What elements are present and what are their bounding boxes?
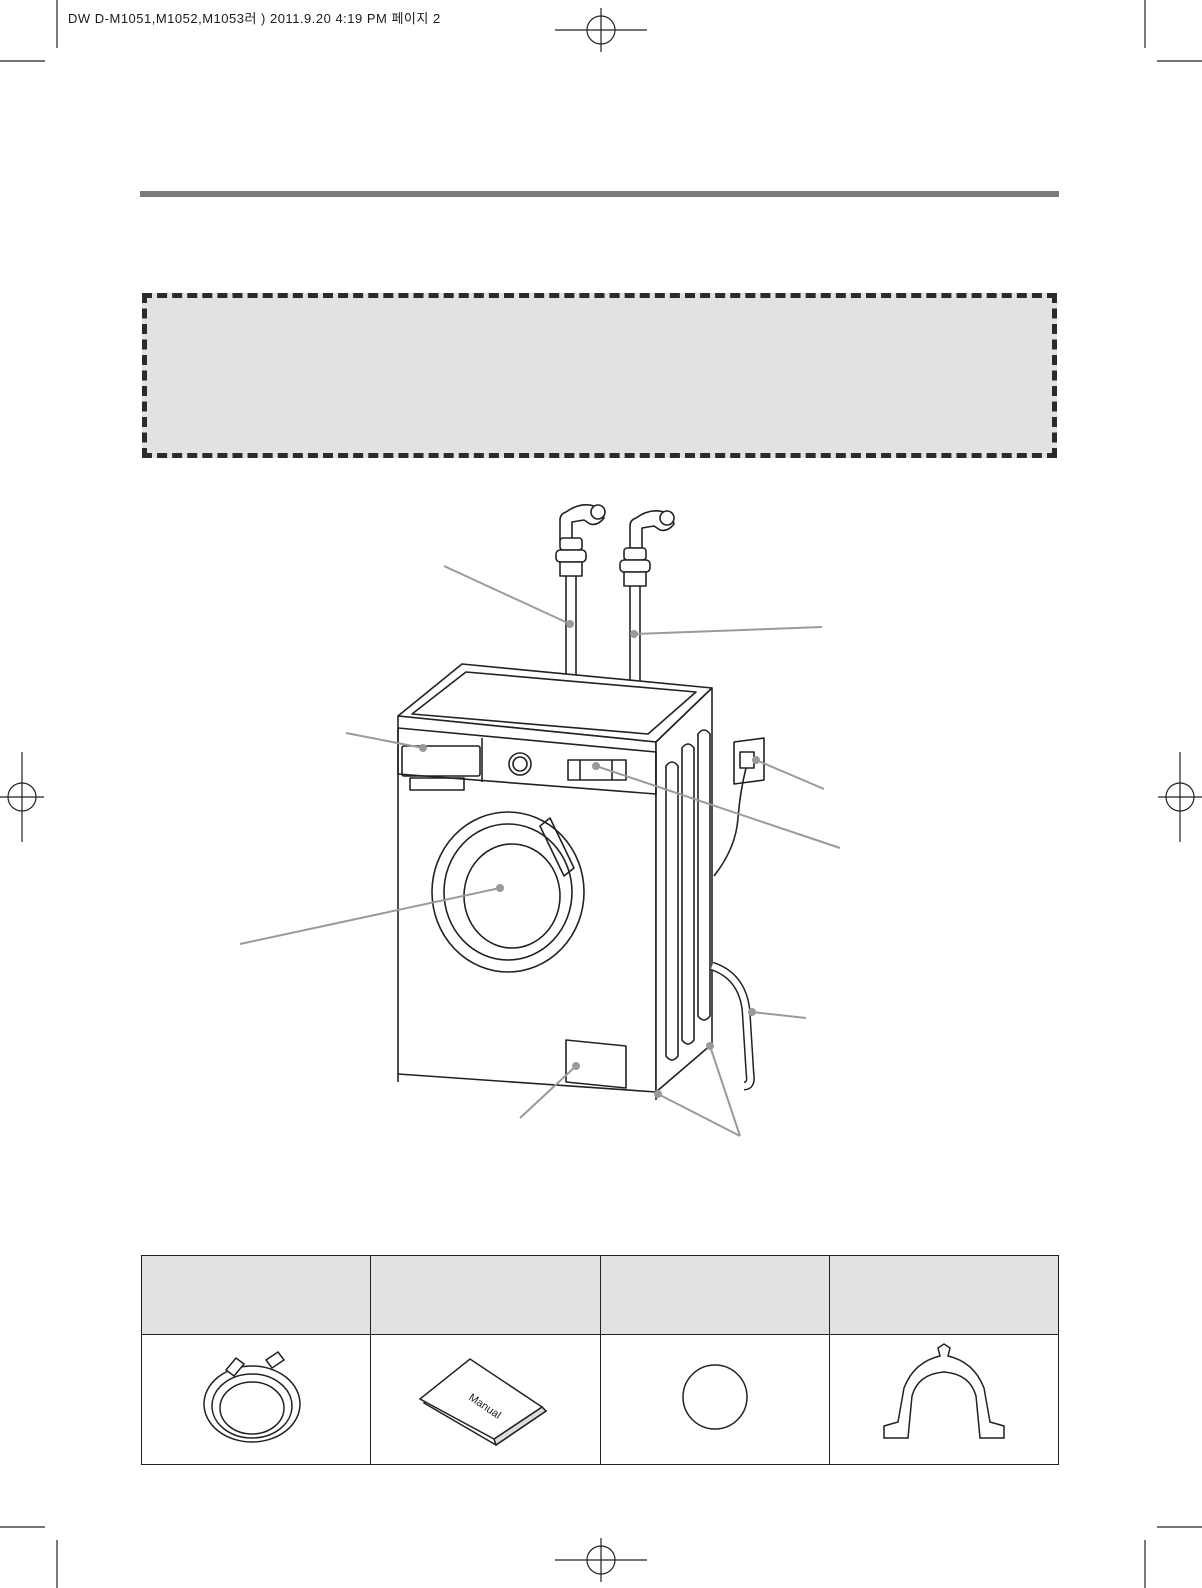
notice-box: [142, 293, 1057, 458]
table-header-cell: [828, 1255, 1060, 1335]
manual-booklet-icon: Manual: [419, 1358, 548, 1447]
table-cell: Manual: [370, 1334, 601, 1465]
table-header-cell: [599, 1255, 830, 1335]
cap-icon: [681, 1364, 748, 1430]
print-slug: DW D-M1051,M1052,M1053러 ) 2011.9.20 4:19…: [68, 11, 441, 26]
hose-hanger-icon: [883, 1343, 1005, 1439]
table-cell: [599, 1334, 830, 1465]
table-cell: [828, 1334, 1060, 1465]
leader-lines: [239, 565, 841, 1137]
table-row: Manual: [140, 1334, 1060, 1465]
section-title-rule: [140, 191, 1059, 197]
left-faucet-icon: [555, 504, 606, 577]
inlet-hose-icon: [203, 1350, 301, 1443]
right-faucet-icon: [619, 510, 675, 587]
table-header-row: [140, 1255, 1060, 1335]
accessories-table: Manual: [140, 1255, 1060, 1465]
washing-machine-illustration: [397, 504, 765, 1100]
table-cell: [140, 1334, 372, 1465]
table-header-cell: [370, 1255, 601, 1335]
washing-machine-diagram: [239, 504, 841, 1137]
table-header-cell: [140, 1255, 372, 1335]
